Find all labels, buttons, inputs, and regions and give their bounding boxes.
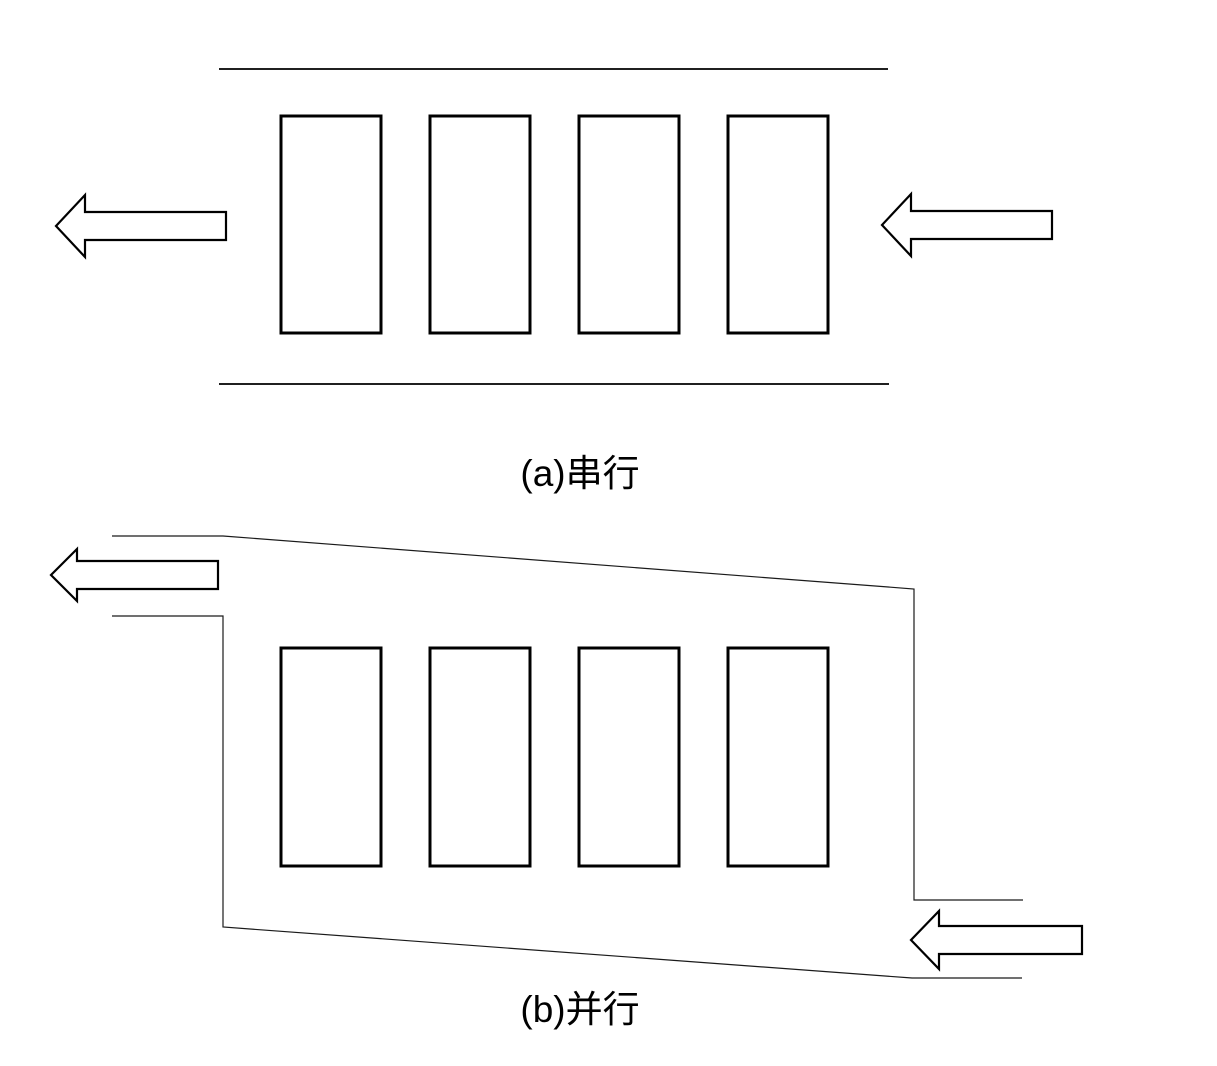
panel-a-outflow-left-arrow-icon — [54, 192, 228, 260]
panel-a-inflow-left-arrow-icon — [880, 191, 1054, 259]
panel-a-plate-4 — [726, 114, 830, 335]
panel-a-plate-3 — [577, 114, 681, 335]
panel-a: (a)串行 — [54, 68, 1054, 494]
panel-b-lower-wall — [112, 615, 1022, 979]
panel-b: (b)并行 — [49, 535, 1084, 1030]
panel-b-inflow-left-arrow-icon — [909, 908, 1084, 972]
panel-b-outflow-left-arrow-icon — [49, 546, 220, 604]
panel-a-plate-1 — [279, 114, 383, 335]
panel-a-label: (a)串行 — [520, 453, 639, 494]
panel-b-plate-2 — [428, 646, 532, 868]
panel-b-label: (b)并行 — [520, 989, 639, 1030]
panel-b-plate-1 — [279, 646, 383, 868]
panel-a-plate-2 — [428, 114, 532, 335]
panel-b-plate-3 — [577, 646, 681, 868]
panel-b-plate-4 — [726, 646, 830, 868]
panel-b-upper-wall — [112, 535, 1023, 901]
